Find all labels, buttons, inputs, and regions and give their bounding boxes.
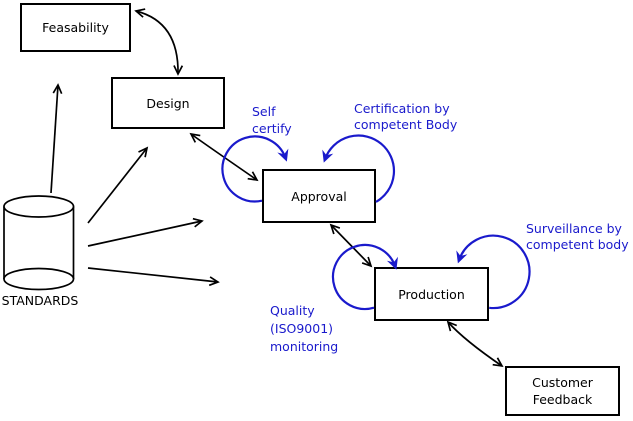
arrow-design-approval — [191, 134, 257, 180]
arrow-standards-to-design — [87, 148, 147, 224]
node-customer-feedback: Customer Feedback — [505, 366, 620, 416]
arrow-approval-production — [331, 225, 371, 266]
arrow-standards-to-feasability — [50, 85, 58, 194]
arrow-standards-to-approval — [87, 221, 202, 247]
standards-label: STANDARDS — [1, 293, 79, 308]
annotation-self-certify: Self certify — [252, 104, 292, 136]
annotation-surveillance: Surveillance by competent body — [526, 221, 629, 252]
arrow-feasability-design — [136, 11, 178, 74]
node-design: Design — [111, 77, 225, 129]
arrow-standards-to-production — [87, 267, 218, 282]
annotation-certification: Certification by competent Body — [354, 101, 458, 132]
annotation-quality-monitoring: Quality (ISO9001) monitoring — [270, 303, 339, 354]
node-feasability: Feasability — [20, 3, 131, 52]
standards-cylinder-icon — [3, 195, 75, 291]
node-production: Production — [374, 267, 489, 321]
node-approval: Approval — [262, 169, 376, 223]
arrow-production-customer-feedback — [448, 322, 502, 366]
